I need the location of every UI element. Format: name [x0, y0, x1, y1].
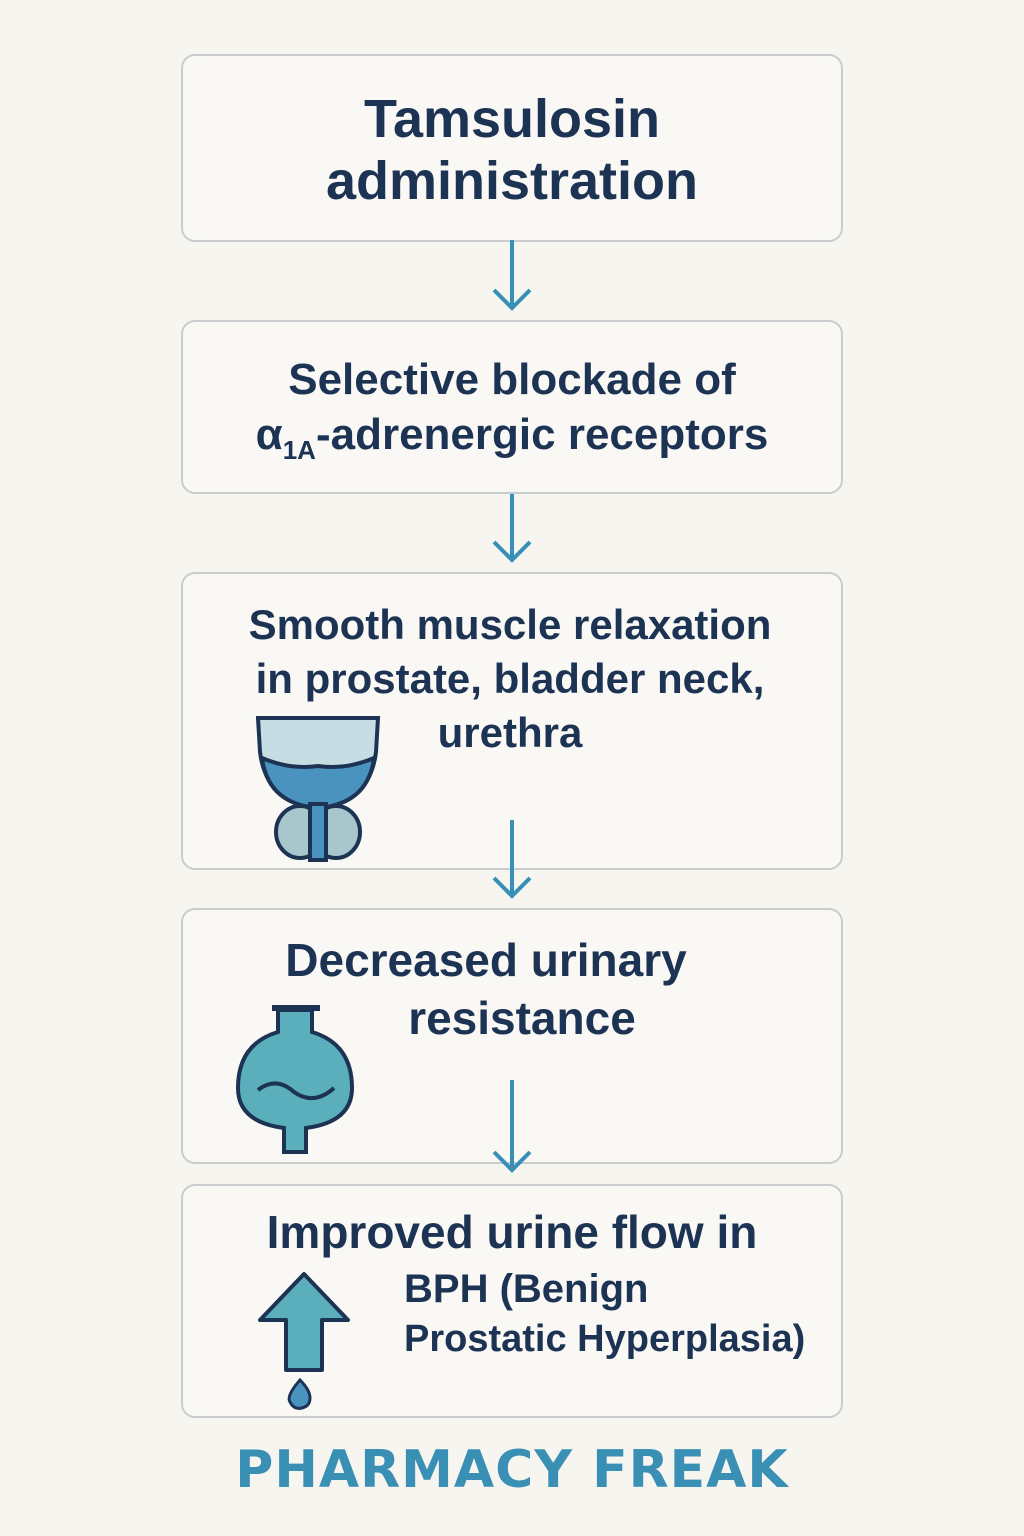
arrow-down-icon	[492, 820, 532, 899]
step-4-line2: resistance	[408, 991, 636, 1044]
step-1-line2: administration	[325, 151, 699, 212]
step-2-line2-rest: -adrenergic receptors	[315, 410, 769, 459]
step-5-line2: BPH (Benign	[404, 1267, 649, 1311]
step-1-line1: Tamsulosin	[363, 89, 661, 149]
arrow-down-icon	[492, 1080, 532, 1173]
step-5-line3: Prostatic Hyperplasia)	[404, 1318, 806, 1360]
brand-footer: PHARMACY FREAK	[235, 1440, 789, 1500]
step-3-line3: urethra	[437, 708, 583, 756]
arrow-down-icon	[492, 494, 532, 563]
step-5-line1: Improved urine flow in	[266, 1206, 758, 1258]
step-4-line1: Decreased urinary	[285, 934, 687, 986]
step-2-line2: α1A-adrenergic receptors	[181, 407, 843, 466]
step-1-text: Tamsulosin administration	[181, 88, 843, 212]
step-4-text: Decreased urinary resistance	[200, 932, 820, 1047]
alpha-symbol: α	[255, 410, 283, 459]
step-2-text: Selective blockade of α1A-adrenergic rec…	[181, 352, 843, 466]
step-box-1	[181, 54, 843, 242]
step-3-line1: Smooth muscle relaxation	[248, 601, 772, 648]
bladder-prostate-icon	[255, 716, 381, 862]
step-3-line2: in prostate, bladder neck,	[255, 654, 765, 702]
step-2-line1: Selective blockade of	[288, 355, 736, 404]
step-3-text: Smooth muscle relaxation in prostate, bl…	[200, 598, 820, 759]
up-arrow-drop-icon	[258, 1272, 350, 1410]
arrow-down-icon	[492, 240, 532, 311]
flask-bladder-icon	[235, 1005, 355, 1154]
step-box-2	[181, 320, 843, 494]
alpha-subscript: 1A	[282, 434, 316, 465]
